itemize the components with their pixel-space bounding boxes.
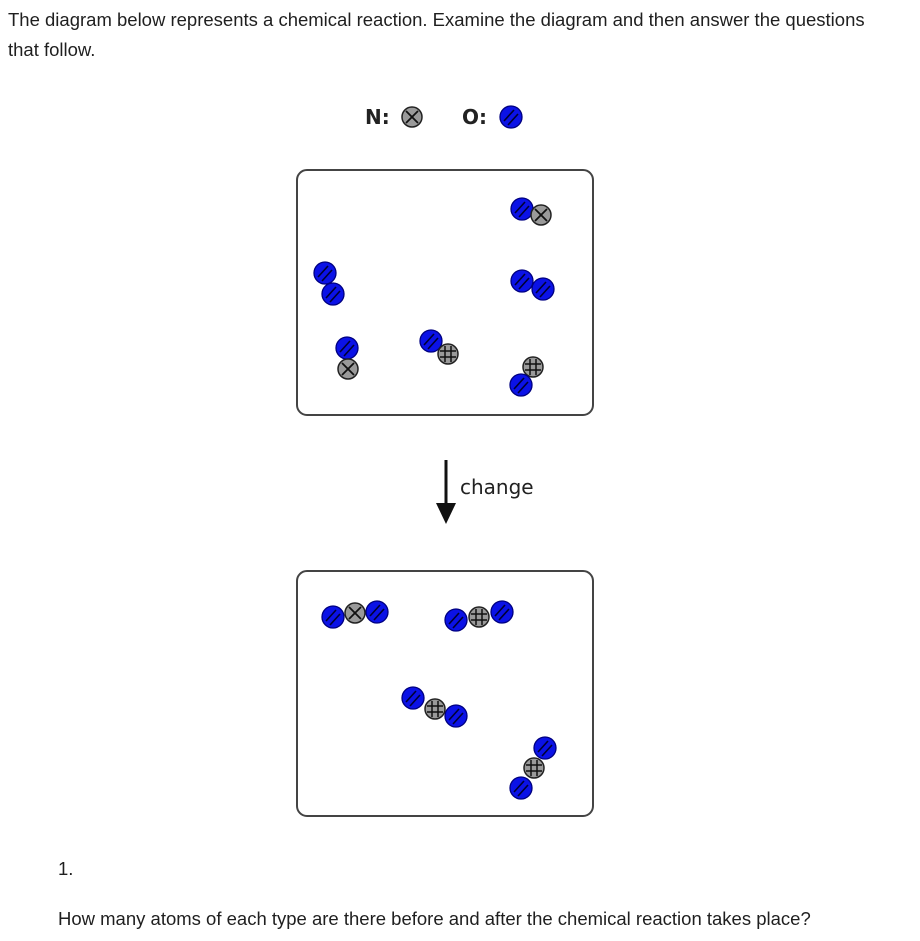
legend-oxygen-atom-icon <box>499 105 523 129</box>
question-number: 1. <box>58 858 74 879</box>
legend-nitrogen-label: N: <box>365 105 390 129</box>
arrow-label: change <box>460 475 534 499</box>
question-text: How many atoms of each type are there be… <box>58 908 811 929</box>
legend-nitrogen-atom-icon <box>401 106 423 128</box>
legend-oxygen-label: O: <box>462 105 487 129</box>
before-box <box>296 169 594 416</box>
reaction-arrow-head <box>436 503 456 524</box>
intro-text: The diagram below represents a chemical … <box>8 9 865 60</box>
after-box <box>296 570 594 817</box>
